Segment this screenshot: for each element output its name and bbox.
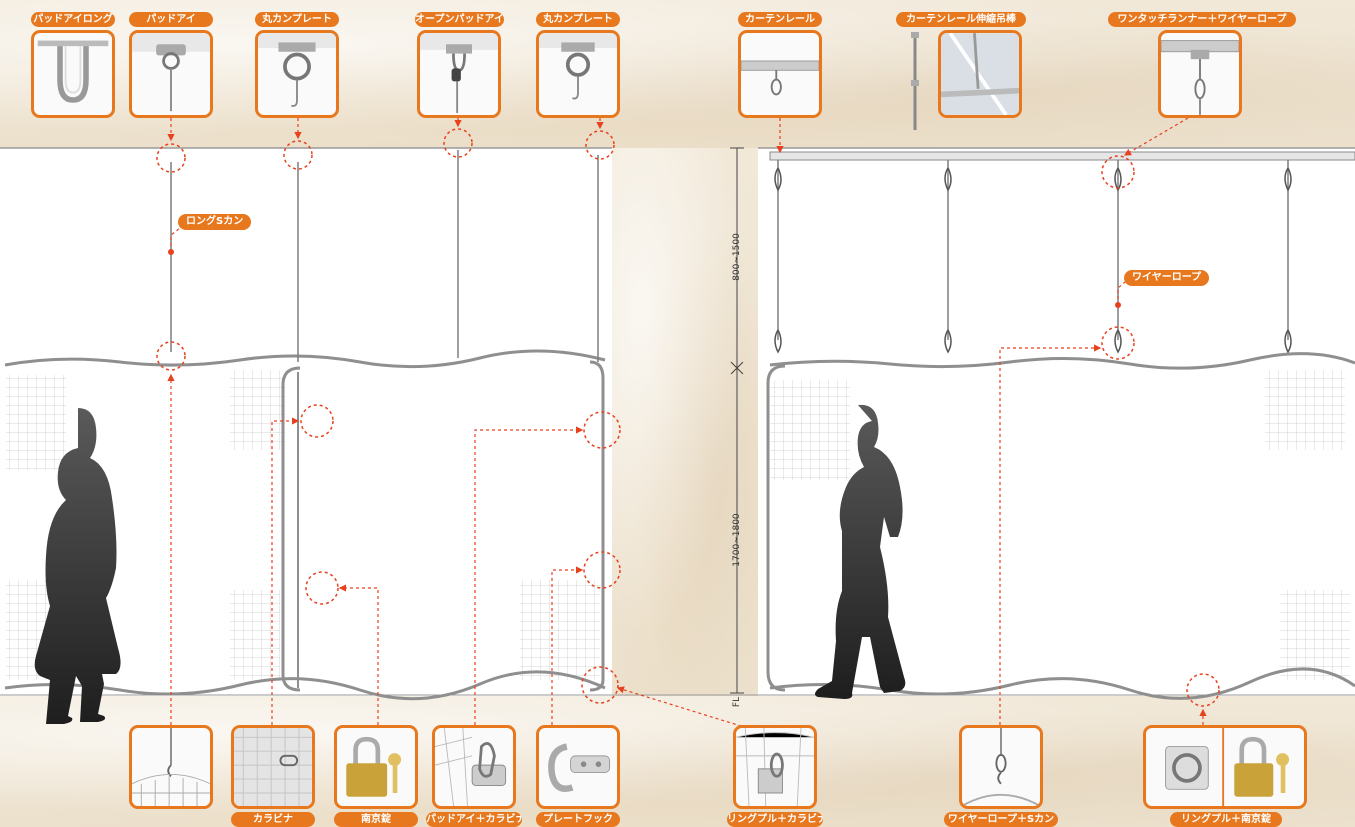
bottom-item-label: リングプル＋南京錠 (1170, 812, 1282, 827)
wire-s-hook-icon (959, 725, 1043, 809)
dimension-label-upper: 800~1500 (732, 232, 742, 282)
wire-rope-4 (1285, 160, 1291, 352)
top-item-label: 丸カンプレート (536, 12, 620, 27)
open-pad-eye-icon (417, 30, 501, 118)
plate-hook-icon (536, 725, 620, 809)
bottom-item-label: ワイヤーロープ＋Sカン (944, 812, 1058, 827)
leader-15 (171, 228, 180, 252)
telescopic-rod-photo-icon (938, 30, 1022, 118)
curtain-rail (770, 152, 1355, 160)
telescopic-rod-icon (905, 30, 925, 135)
net-bottom-rope-right (770, 669, 1355, 698)
marker-circle-6 (301, 405, 333, 437)
ring-plate-icon (255, 30, 339, 118)
callout-wire-rope: ワイヤーロープ (1124, 270, 1209, 286)
top-item-label: オープンパッドアイ (415, 12, 504, 27)
net-top-rope-right (770, 354, 1355, 368)
net-top-rope-left (5, 351, 605, 367)
ring-pull-carabiner-icon (733, 725, 817, 809)
net-mesh-left-1 (6, 375, 66, 470)
ring-plate-icon (536, 30, 620, 118)
wire-rope-3 (1115, 160, 1121, 352)
pad-eye-carabiner-icon (432, 725, 516, 809)
callout-dot-2 (1115, 302, 1121, 308)
marker-circle-7 (306, 572, 338, 604)
callout-long-s-hook: ロングSカン (178, 214, 251, 230)
wire-rope-1 (775, 160, 781, 352)
runner-wire-icon (1158, 30, 1242, 118)
bottom-item-label: カラビナ (231, 812, 315, 827)
bottom-item-label: 南京錠 (334, 812, 418, 827)
net-mesh-left-2 (230, 370, 285, 450)
callout-dot-1 (168, 249, 174, 255)
ring-pull-padlock-icon (1143, 725, 1307, 809)
leader-9 (340, 588, 378, 725)
top-item-label: カーテンレール (738, 12, 822, 27)
top-item-label: パッドアイロング (31, 12, 115, 27)
padlock-icon (334, 725, 418, 809)
dimension-label-floor: FL (732, 692, 742, 712)
bottom-item-label: パッドアイ＋カラビナ (426, 812, 522, 827)
curtain-rail-icon (738, 30, 822, 118)
bottom-item-label: プレートフック (536, 812, 620, 827)
bottom-item-label: リングプル＋カラビナ (727, 812, 823, 827)
top-item-label: 丸カンプレート (255, 12, 339, 27)
leader-16 (1118, 282, 1125, 305)
top-item-label: カーテンレール伸縮吊棒 (896, 12, 1026, 27)
top-item-label: パッドアイ (129, 12, 213, 27)
carabiner-icon (231, 725, 315, 809)
marker-circle-13 (1187, 674, 1219, 706)
u-bolt-icon (31, 30, 115, 118)
top-item-label: ワンタッチランナー＋ワイヤーロープ (1108, 12, 1296, 27)
net-mesh-right-3 (1280, 590, 1350, 680)
net-mesh-left-5 (520, 580, 600, 680)
s-hook-net-icon (129, 725, 213, 809)
leader-6 (1125, 118, 1188, 155)
net-mesh-right-2 (1265, 370, 1345, 450)
net-mesh-right-1 (770, 380, 850, 480)
wire-rope-2 (945, 160, 951, 352)
marker-circle-4 (586, 131, 614, 159)
pad-eye-icon (129, 30, 213, 118)
dimension-label-lower: 1700~1800 (732, 510, 742, 570)
leader-13 (1000, 348, 1100, 725)
